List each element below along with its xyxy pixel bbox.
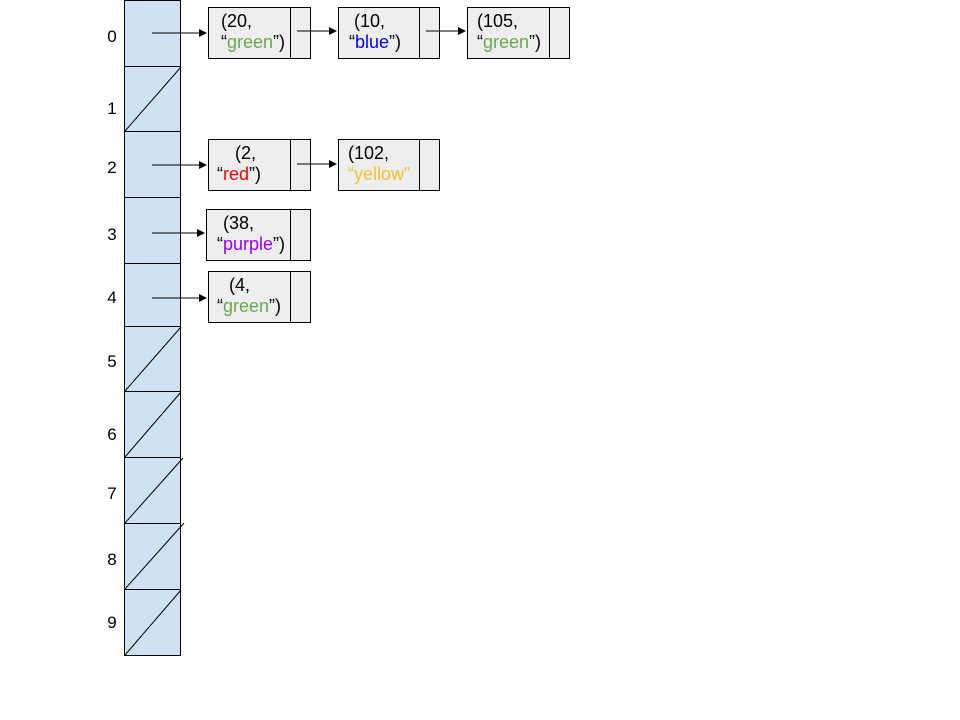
null-slash-7	[124, 457, 184, 524]
quote-close: ”)	[249, 164, 262, 184]
quote-open: “	[477, 32, 483, 52]
quote-open: “	[348, 164, 354, 184]
node-key: (20,	[221, 11, 253, 31]
next-pointer-field	[419, 140, 439, 190]
next-pointer-field	[290, 272, 310, 322]
index-label-2: 2	[107, 158, 117, 177]
list-node: (20, “green”)	[208, 7, 311, 59]
index-label-4: 4	[107, 288, 117, 307]
node-key: (10,	[354, 11, 386, 31]
index-label-7: 7	[107, 484, 117, 503]
node-key: (2,	[235, 143, 257, 163]
next-pointer-field	[419, 8, 439, 58]
list-node: (2, “red”)	[208, 139, 311, 191]
next-pointer-field	[290, 210, 310, 260]
next-pointer-field	[290, 8, 310, 58]
node-value: “blue”)	[349, 32, 419, 53]
node-value: “green”)	[217, 296, 292, 317]
node-value: “green”)	[477, 32, 550, 53]
quote-open: “	[217, 164, 223, 184]
color-word: red	[223, 164, 250, 184]
color-word: green	[223, 296, 270, 316]
color-word: green	[483, 32, 530, 52]
index-label-3: 3	[107, 225, 117, 244]
list-node: (4, “green”)	[208, 271, 311, 323]
list-node: (10, “blue”)	[338, 7, 440, 59]
node-key: (38,	[223, 213, 255, 233]
color-word: green	[227, 32, 274, 52]
color-word: purple	[223, 234, 274, 254]
color-word: blue	[355, 32, 390, 52]
index-label-5: 5	[107, 352, 117, 371]
quote-close: ”	[404, 164, 411, 184]
quote-open: “	[221, 32, 227, 52]
null-slash-9	[124, 589, 182, 656]
quote-open: “	[217, 296, 223, 316]
node-value: “red”)	[217, 164, 289, 185]
list-node: (38, “purple”)	[206, 209, 311, 261]
quote-open: “	[349, 32, 355, 52]
index-label-1: 1	[107, 99, 117, 118]
node-key: (105,	[477, 11, 519, 31]
quote-close: ”)	[269, 296, 282, 316]
node-value: “yellow”	[348, 164, 419, 185]
quote-close: ”)	[389, 32, 402, 52]
node-value: “purple”)	[217, 234, 292, 255]
index-label-8: 8	[107, 550, 117, 569]
index-label-9: 9	[107, 613, 117, 632]
quote-close: ”)	[529, 32, 542, 52]
null-slash-6	[124, 391, 182, 458]
quote-open: “	[217, 234, 223, 254]
node-key: (102,	[348, 143, 390, 163]
null-slash-5	[124, 326, 182, 392]
null-slash-1	[124, 66, 182, 132]
index-label-6: 6	[107, 425, 117, 444]
next-pointer-field	[549, 8, 569, 58]
quote-close: ”)	[273, 234, 286, 254]
list-node: (102, “yellow”	[338, 139, 440, 191]
node-value: “green”)	[221, 32, 289, 53]
null-slash-8	[124, 522, 185, 590]
list-node: (105, “green”)	[467, 7, 570, 59]
node-key: (4,	[229, 275, 251, 295]
color-word: yellow	[354, 164, 405, 184]
index-label-0: 0	[107, 27, 117, 46]
quote-close: ”)	[273, 32, 286, 52]
next-pointer-field	[290, 140, 310, 190]
